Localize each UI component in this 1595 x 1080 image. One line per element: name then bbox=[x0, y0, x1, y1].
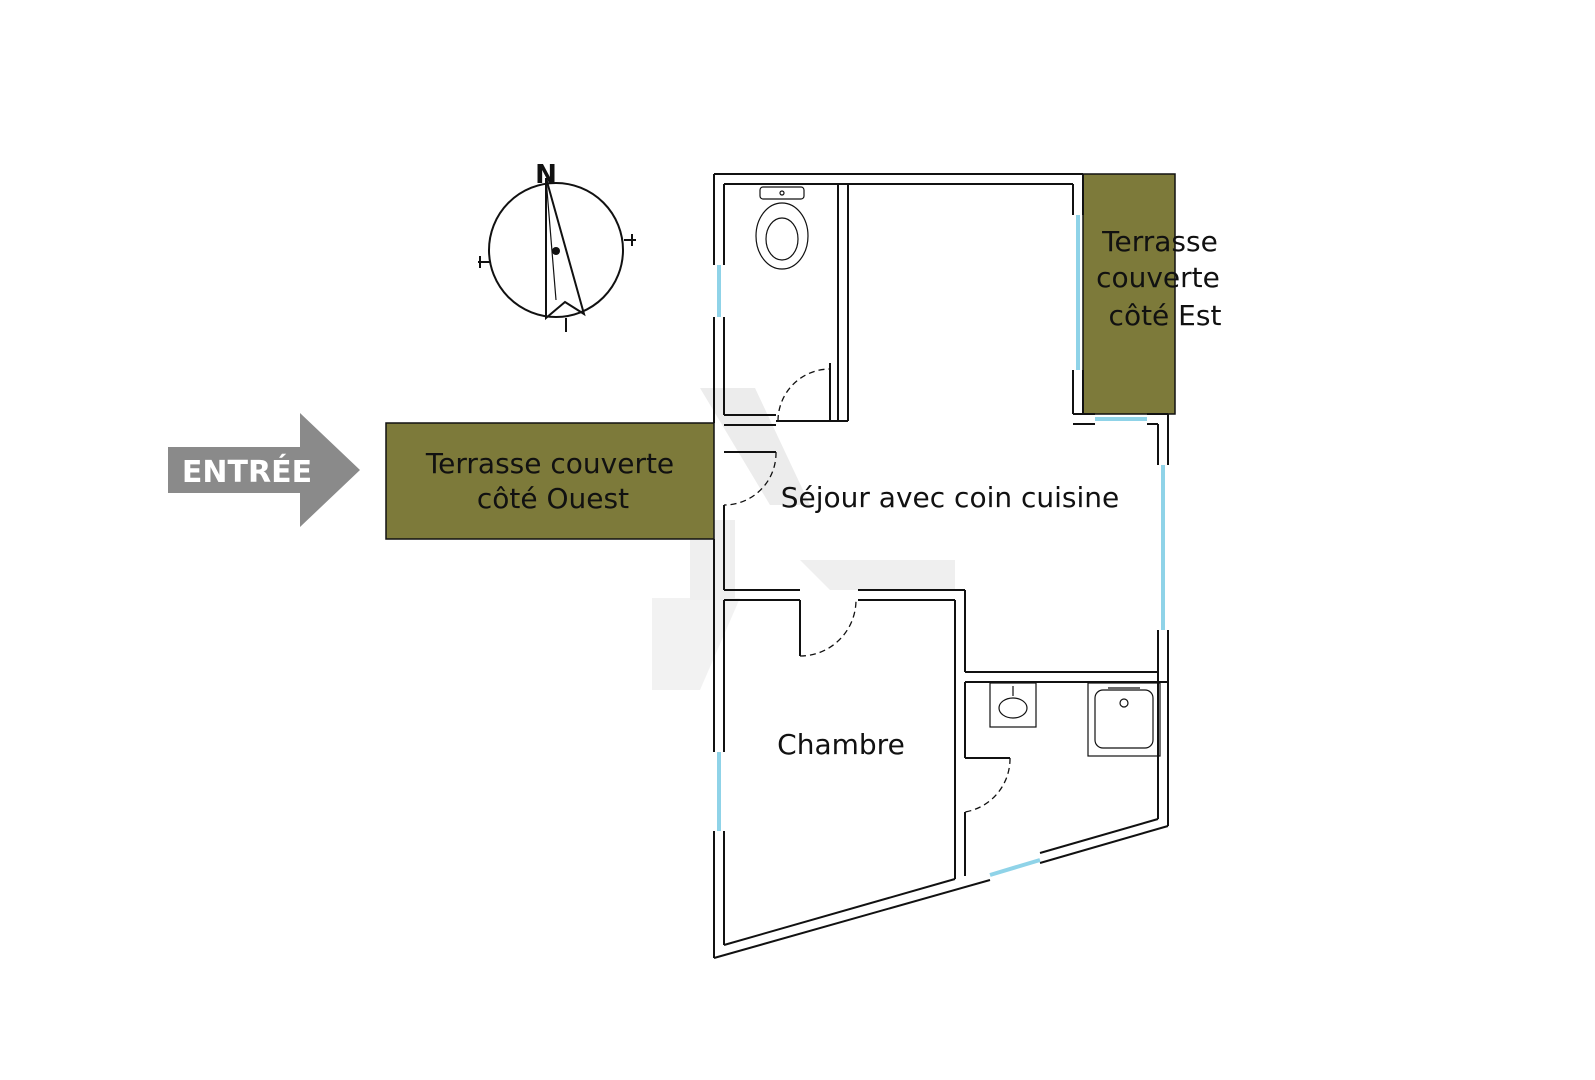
terrace-east-label-line1: Terrasse bbox=[1101, 225, 1218, 258]
toilet-icon bbox=[755, 186, 809, 270]
compass-icon: N bbox=[478, 160, 636, 332]
bedroom-label: Chambre bbox=[777, 728, 905, 761]
washbasin-icon bbox=[989, 682, 1037, 728]
terrace-west-label-line1: Terrasse couverte bbox=[425, 447, 674, 480]
shower-tray-icon bbox=[1087, 682, 1161, 757]
entry-arrow: ENTRÉE bbox=[168, 413, 360, 527]
terrace-west: Terrasse couverte côté Ouest bbox=[385, 422, 715, 540]
terrace-east: Terrasse couverte côté Est bbox=[1082, 173, 1222, 415]
windows bbox=[717, 215, 1165, 877]
arrow-right-icon bbox=[168, 413, 360, 527]
watermark-logo bbox=[652, 388, 955, 690]
terrace-west-label-line2: côté Ouest bbox=[477, 482, 629, 515]
terrace-east-label-line2: couverte bbox=[1096, 261, 1220, 294]
entry-label: ENTRÉE bbox=[182, 454, 312, 490]
interior-walls bbox=[724, 184, 1168, 879]
living-room-label: Séjour avec coin cuisine bbox=[781, 481, 1120, 514]
compass-north-label: N bbox=[535, 160, 557, 190]
terrace-east-label-line3: côté Est bbox=[1109, 299, 1222, 332]
outer-walls bbox=[713, 173, 1169, 959]
doors bbox=[723, 363, 1011, 813]
